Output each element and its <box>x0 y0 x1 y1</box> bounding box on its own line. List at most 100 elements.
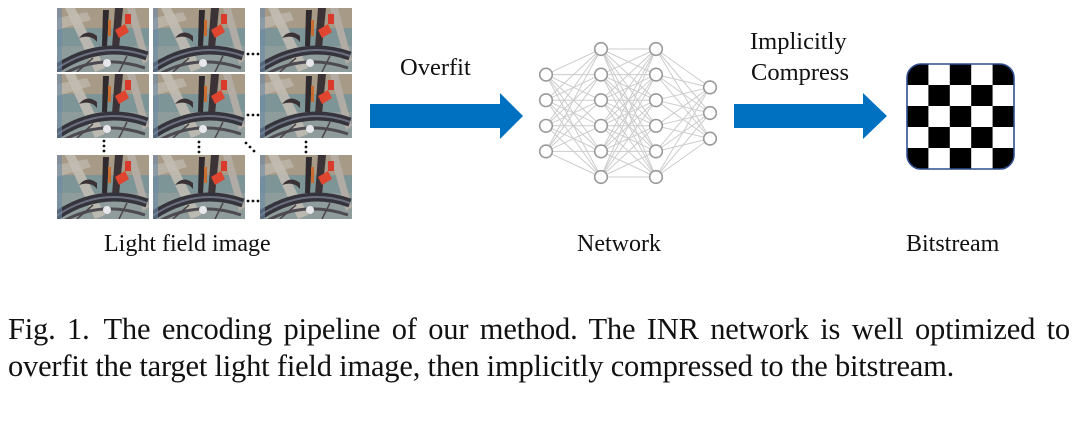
network-edge <box>655 86 711 127</box>
horizontal-ellipsis-row3 <box>246 199 260 203</box>
light-field-view-thumbnail <box>49 8 149 78</box>
bit-cell-black <box>949 106 972 128</box>
network-edge <box>655 138 711 178</box>
network-node-layer-4 <box>702 105 718 121</box>
vertical-ellipsis-col1 <box>102 139 106 153</box>
bit-cell-black <box>907 64 929 86</box>
network-node-layer-3 <box>648 41 664 57</box>
light-field-view-thumbnail <box>252 8 352 78</box>
bit-cell-white <box>992 127 1014 149</box>
compress-arrow-icon <box>734 93 887 139</box>
pipeline-diagram <box>0 0 1015 270</box>
network-edge <box>545 48 602 127</box>
bit-cell-white <box>949 127 972 149</box>
bit-cell-white <box>971 148 993 169</box>
network-node-layer-2 <box>593 118 609 133</box>
bit-cell-black <box>971 127 993 149</box>
bit-cell-black <box>907 106 929 128</box>
network-edge <box>655 87 711 152</box>
network-node-layer-3 <box>648 93 664 108</box>
network-edge <box>545 150 602 178</box>
overfit-arrow-icon <box>370 93 523 139</box>
light-field-view-thumbnail <box>252 74 352 144</box>
network-node-layer-4 <box>702 131 718 146</box>
bit-cell-white <box>907 85 929 107</box>
implicitly-label: Implicitly <box>750 28 847 55</box>
network-edge <box>545 74 602 152</box>
bit-cell-black <box>907 148 929 169</box>
light-field-view-thumbnail <box>252 155 352 225</box>
pipeline-figure: Overfit Implicitly Compress Light field … <box>0 0 1015 270</box>
network-edge <box>600 99 657 178</box>
network-edge <box>655 74 711 88</box>
network-edge <box>545 48 602 76</box>
horizontal-ellipsis-row2 <box>246 113 260 117</box>
network-edge <box>545 99 602 152</box>
bitstream-checkerboard-icon <box>906 63 1015 170</box>
vertical-ellipsis-col3 <box>304 140 308 154</box>
bit-cell-black <box>992 106 1014 128</box>
light-field-view-thumbnail <box>145 74 245 144</box>
network-node-layer-2 <box>593 93 609 108</box>
network-edge <box>545 48 602 101</box>
diagonal-ellipsis <box>244 141 256 153</box>
network-edge <box>655 48 711 88</box>
bit-cell-white <box>971 106 993 128</box>
network-edge <box>600 125 657 178</box>
bit-cell-black <box>928 85 951 107</box>
bit-cell-white <box>992 85 1014 107</box>
network-label: Network <box>577 231 661 257</box>
network-edges <box>545 48 711 178</box>
bit-cell-black <box>971 85 993 107</box>
network-node-layer-2 <box>593 41 609 57</box>
network-edge <box>545 125 602 152</box>
network-edge <box>600 48 657 101</box>
network-edge <box>655 112 711 178</box>
network-node-layer-1 <box>538 118 554 133</box>
light-field-image-label: Light field image <box>104 231 271 257</box>
bitstream-label: Bitstream <box>906 231 1000 257</box>
network-node-layer-1 <box>538 67 554 82</box>
network-edge <box>655 86 711 101</box>
horizontal-ellipsis-row1 <box>246 52 260 56</box>
bit-cell-white <box>928 106 951 128</box>
bit-cell-white <box>949 85 972 107</box>
network-edge <box>600 48 657 178</box>
light-field-grid <box>49 8 352 225</box>
network-edge <box>655 87 711 178</box>
bit-cell-black <box>949 148 972 169</box>
network-node-layer-3 <box>648 144 664 159</box>
network-edge <box>545 48 602 152</box>
figure-number: Fig. 1. <box>8 312 90 346</box>
network-edge <box>600 48 657 127</box>
network-node-layer-3 <box>648 169 664 185</box>
network-edge <box>600 48 657 76</box>
network-node-layer-4 <box>702 80 718 95</box>
bit-cell-black <box>949 64 972 86</box>
overfit-label: Overfit <box>400 54 471 81</box>
caption-text: The encoding pipeline of our method. The… <box>8 312 1070 383</box>
network-node-layer-1 <box>538 93 554 108</box>
light-field-view-thumbnail <box>49 74 149 144</box>
light-field-view-thumbnail <box>49 155 149 225</box>
figure-caption: Fig. 1.The encoding pipeline of our meth… <box>8 311 1070 385</box>
bit-cell-black <box>928 127 951 149</box>
bit-cell-black <box>992 148 1014 169</box>
bit-cell-white <box>971 64 993 86</box>
vertical-ellipsis-col2 <box>197 140 201 154</box>
network-node-layer-2 <box>593 144 609 159</box>
bit-cell-black <box>992 64 1014 86</box>
network-node-layer-2 <box>593 169 609 185</box>
bit-cell-white <box>928 64 951 86</box>
network-edge <box>600 48 657 152</box>
light-field-view-thumbnail <box>145 8 245 78</box>
network-nodes <box>538 41 718 185</box>
bit-cell-white <box>928 148 951 169</box>
network-node-layer-1 <box>538 144 554 159</box>
network-edge <box>600 74 657 178</box>
network-node-layer-3 <box>648 118 664 133</box>
network-edge <box>600 150 657 178</box>
network-node-layer-3 <box>648 67 664 82</box>
bit-cell-white <box>907 127 929 149</box>
compress-label: Compress <box>751 59 849 86</box>
